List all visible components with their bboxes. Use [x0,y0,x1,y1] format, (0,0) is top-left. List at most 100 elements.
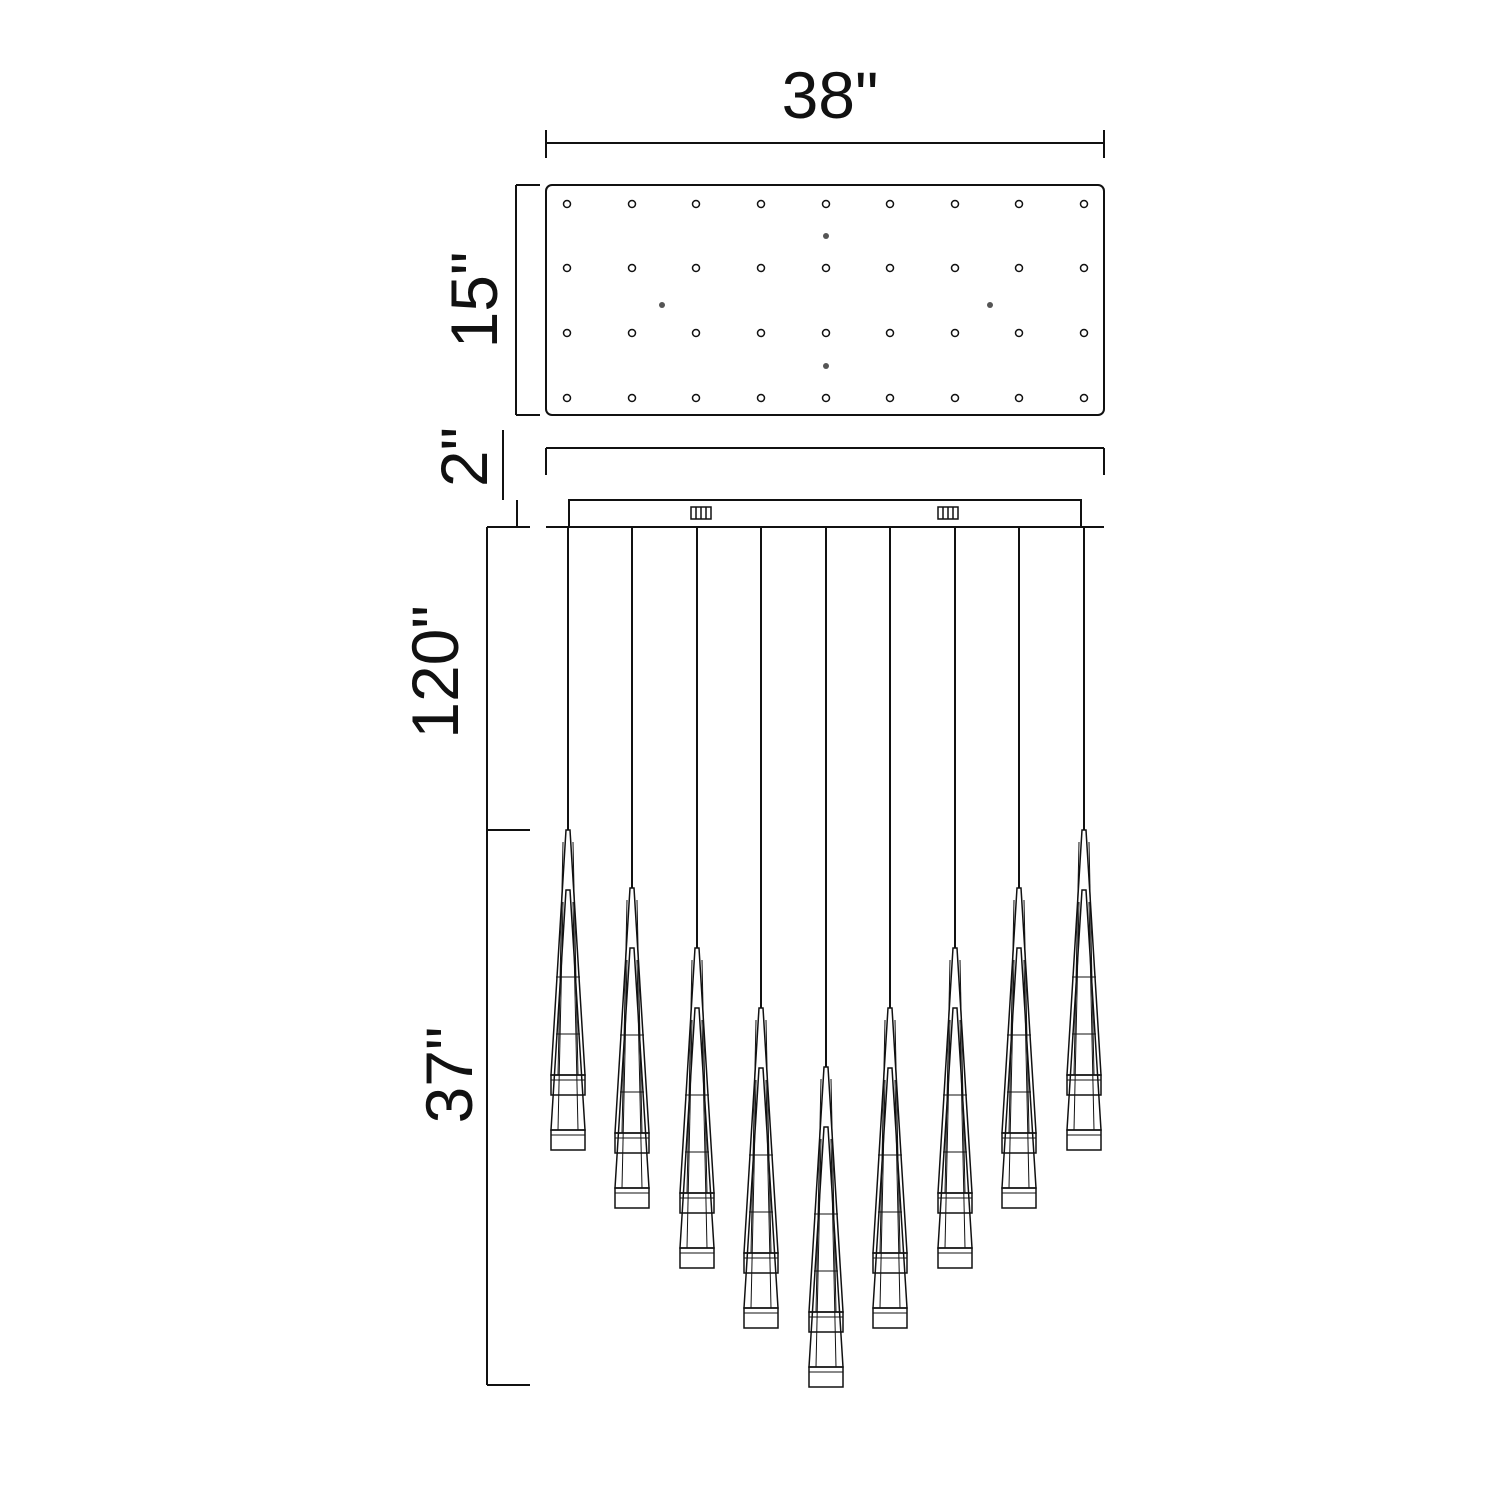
mounting-hole [950,199,960,209]
pendant [1066,527,1102,1151]
mounting-hole [1014,199,1024,209]
shade-facet [1008,899,1015,1134]
canopy-height-label: 2" [427,427,501,487]
cable-length-label: 120" [398,605,472,739]
shade-facet [830,1078,837,1313]
shade-facet [879,1079,886,1309]
shade-base [550,1129,586,1151]
side-width-bracket [545,447,1105,475]
mounting-hole [1014,263,1024,273]
canopy-driver-boxes [690,506,959,520]
fixture-height-label: 37" [412,1027,486,1124]
shade-facet [815,1138,822,1368]
shade-facet [572,901,579,1131]
mounting-hole [756,328,766,338]
mounting-hole [1014,393,1024,403]
shade-base [743,1307,779,1329]
mounting-hole [1014,328,1024,338]
shade-facet [636,899,643,1134]
mounting-hole [821,328,831,338]
canopy-height-dimension [502,430,530,528]
mounting-hole [950,263,960,273]
width-dimension [545,130,1105,158]
mounting-hole [885,263,895,273]
canopy-side-view [546,499,1104,528]
shade-base [1066,1074,1102,1096]
shade-facet [636,959,643,1189]
shade-facet [750,1079,757,1309]
shade-base [872,1307,908,1329]
screw-hole [823,363,829,369]
shade-facet [621,959,628,1189]
shade-base [550,1074,586,1096]
screw-hole [659,302,665,308]
shade-facet [944,959,951,1194]
shade-base [1066,1129,1102,1151]
mounting-hole [562,393,572,403]
shade-facet [830,1138,837,1368]
shade-base [743,1252,779,1274]
shade-base [808,1311,844,1333]
mounting-hole [821,393,831,403]
shade-base [872,1252,908,1274]
cable-length-dimension [486,526,530,831]
shade-facet [557,901,564,1131]
pendant [808,527,844,1388]
shade-facet [944,1019,951,1249]
shade-cone [808,1126,844,1368]
mounting-hole [821,199,831,209]
shade-facet [815,1078,822,1313]
shade-base [614,1187,650,1209]
shade-facet [894,1079,901,1309]
pendant-group [550,527,1102,1388]
depth-dimension [515,184,540,416]
pendant [937,527,973,1269]
mounting-hole [1079,328,1089,338]
shade-facet [750,1019,757,1254]
mounting-hole [950,393,960,403]
shade-base [679,1247,715,1269]
shade-facet [686,959,693,1194]
shade-cone [1066,889,1102,1131]
shade-facet [1008,959,1015,1189]
shade-facet [1073,901,1080,1131]
shade-facet [572,841,579,1076]
canopy-plate-top-view [545,184,1105,416]
shade-facet [701,959,708,1194]
shade-facet [557,841,564,1076]
shade-facet [894,1019,901,1254]
screw-hole [987,302,993,308]
mounting-hole [885,199,895,209]
mounting-hole [821,263,831,273]
shade-base [937,1247,973,1269]
shade-cone [743,1067,779,1309]
shade-base [937,1192,973,1214]
mounting-hole [562,328,572,338]
shade-facet [959,959,966,1194]
mounting-hole [756,263,766,273]
pendant [614,527,650,1209]
mounting-hole [691,393,701,403]
depth-label: 15" [437,252,511,349]
shade-cone [550,889,586,1131]
shade-cone [1001,947,1037,1189]
shade-base [614,1132,650,1154]
pendant [679,527,715,1269]
fixture-height-dimension [486,830,530,1386]
pendant [872,527,908,1329]
mounting-holes [562,199,1089,403]
shade-cone [937,1007,973,1249]
mounting-hole [691,199,701,209]
shade-facet [879,1019,886,1254]
mounting-hole [756,199,766,209]
shade-facet [1023,899,1030,1134]
mounting-hole [562,199,572,209]
mounting-hole [627,263,637,273]
mounting-hole [885,328,895,338]
shade-facet [765,1079,772,1309]
shade-facet [1088,901,1095,1131]
shade-facet [765,1019,772,1254]
mounting-hole [691,263,701,273]
shade-facet [1023,959,1030,1189]
pendant [743,527,779,1329]
